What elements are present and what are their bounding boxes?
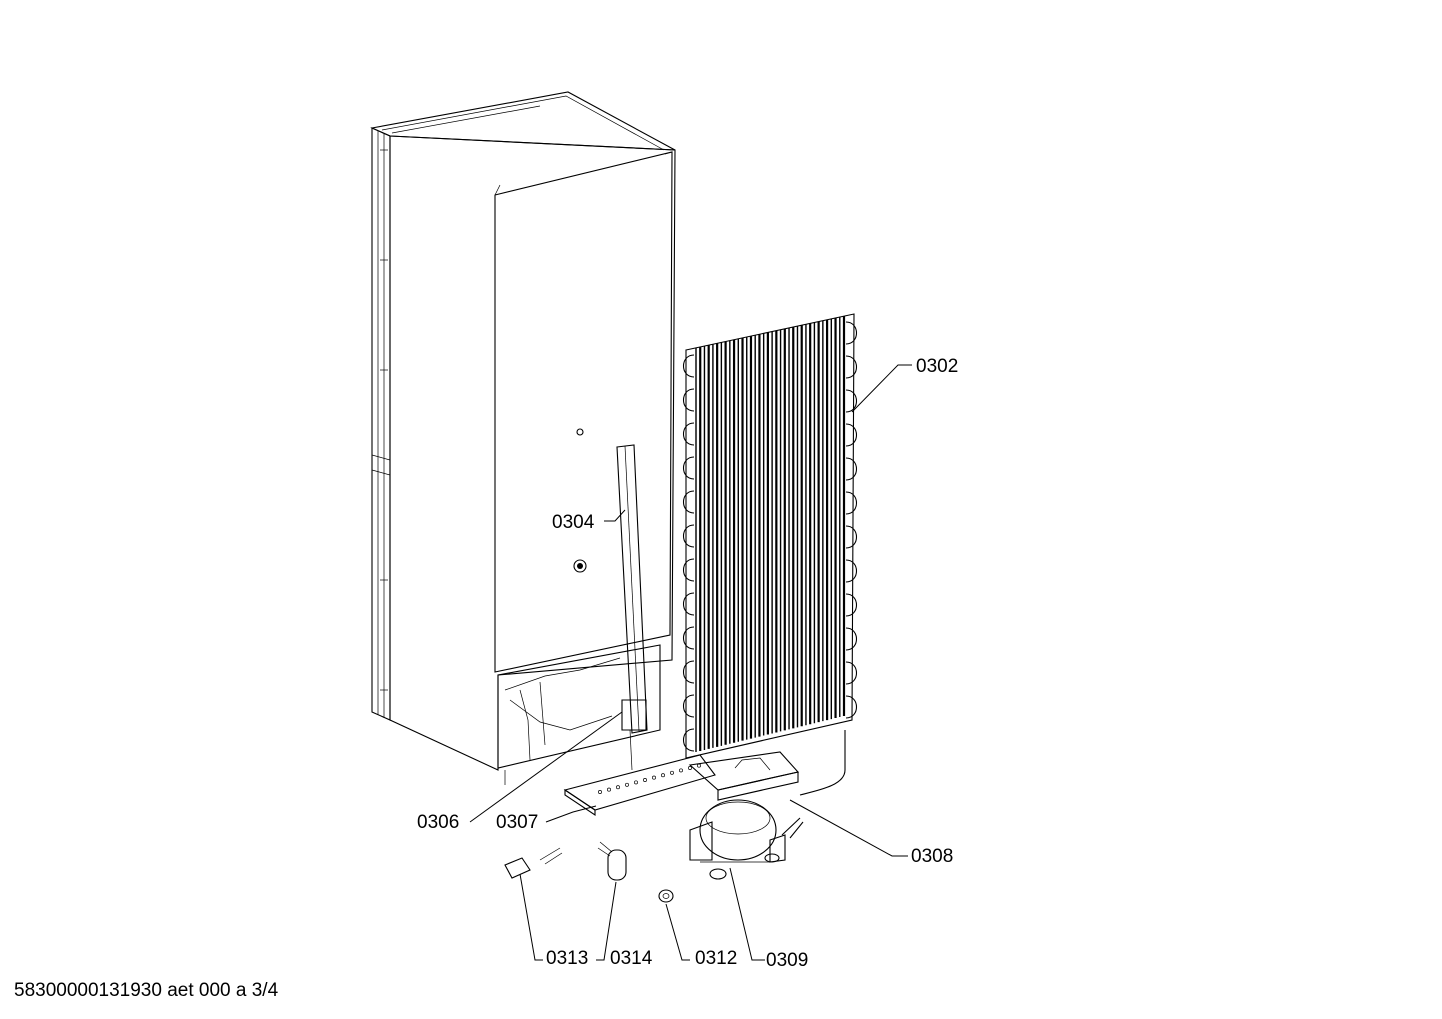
label-0304: 0304 (552, 512, 595, 533)
label-0302: 0302 (916, 356, 958, 377)
compressor (689, 799, 804, 880)
base-plate (563, 754, 716, 817)
label-0308: 0308 (911, 846, 953, 867)
label-0312: 0312 (695, 948, 737, 969)
diagram-reference-code: 58300000131930 aet 000 a 3/4 (14, 980, 279, 1001)
label-0314: 0314 (610, 948, 653, 969)
refrigerator-cabinet (370, 91, 676, 785)
part-labels: 0302 0304 0306 0307 0308 0309 0312 0313 … (417, 356, 958, 971)
grommet (658, 889, 674, 903)
label-0307: 0307 (496, 812, 538, 833)
label-0313: 0313 (546, 948, 588, 969)
drain-tray (688, 751, 800, 801)
condenser-coil (682, 313, 858, 796)
relay-part (504, 847, 563, 879)
capacitor (597, 841, 627, 881)
leader-lines (469, 364, 912, 961)
label-0309: 0309 (766, 950, 808, 971)
label-0306: 0306 (417, 812, 459, 833)
